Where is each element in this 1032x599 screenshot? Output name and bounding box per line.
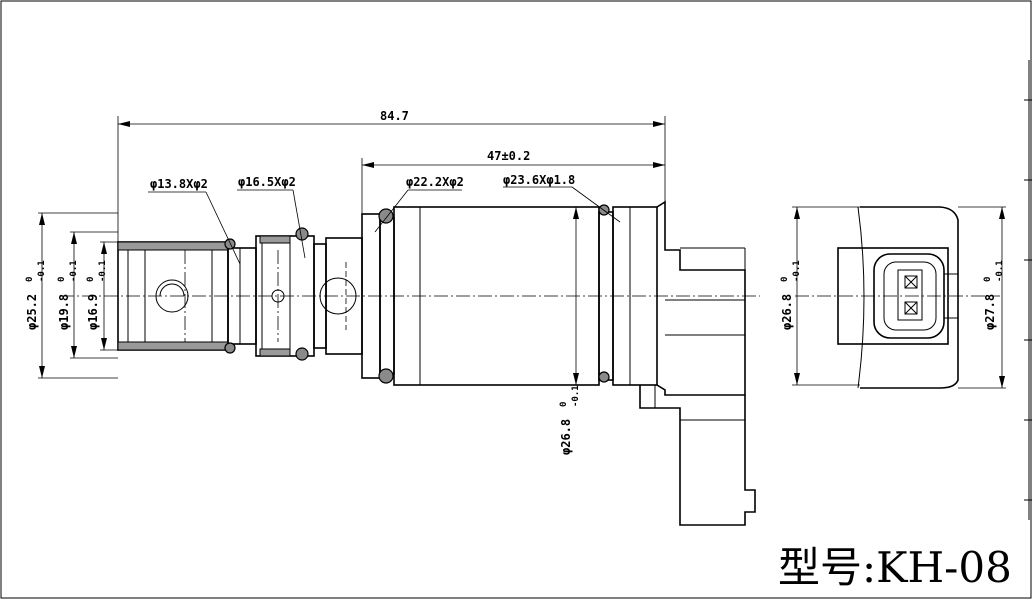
dia-26-8-end-label: φ26.8 — [780, 294, 794, 330]
dia-26-8-body-label: φ26.8 — [559, 419, 573, 455]
dia-26-8-body-tol-upper: 0 — [559, 402, 569, 407]
dia-16-9-label: φ16.9 — [86, 294, 100, 330]
dia-19-8-label: φ19.8 — [57, 294, 71, 330]
oring-1-label: φ13.8Xφ2 — [150, 177, 208, 191]
body-length-label: 47±0.2 — [487, 149, 530, 163]
dia-27-8-tol-lower: -0.1 — [995, 260, 1005, 282]
oring-2-label: φ16.5Xφ2 — [238, 175, 296, 189]
dia-26-8-end-tol-upper: 0 — [780, 277, 790, 282]
dia-26-8-body-tol-lower: -0.1 — [571, 385, 581, 407]
dia-27-8-label: φ27.8 — [983, 294, 997, 330]
connector-end-view — [837, 206, 959, 389]
oring-4-label: φ23.6Xφ1.8 — [503, 173, 575, 187]
dia-25-2-tol-upper: 0 — [25, 277, 35, 282]
model-label: 型号:KH-08 — [778, 543, 1012, 592]
valve-side-view — [117, 200, 756, 526]
dia-19-8-tol-lower: -0.1 — [69, 260, 79, 282]
dia-16-9-tol-lower: -0.1 — [98, 260, 108, 282]
frame-ticks — [1024, 99, 1032, 501]
dia-25-2-label: φ25.2 — [25, 294, 39, 330]
oring-3-label: φ22.2Xφ2 — [406, 175, 464, 189]
dia-27-8-tol-upper: 0 — [983, 277, 993, 282]
dia-25-2-tol-lower: -0.1 — [37, 260, 47, 282]
overall-length-label: 84.7 — [380, 109, 409, 123]
dia-19-8-tol-upper: 0 — [57, 277, 67, 282]
dia-26-8-end-tol-lower: -0.1 — [792, 260, 802, 282]
dia-16-9-tol-upper: 0 — [86, 277, 96, 282]
o-rings — [224, 204, 610, 384]
dimension-lines — [38, 116, 1006, 389]
